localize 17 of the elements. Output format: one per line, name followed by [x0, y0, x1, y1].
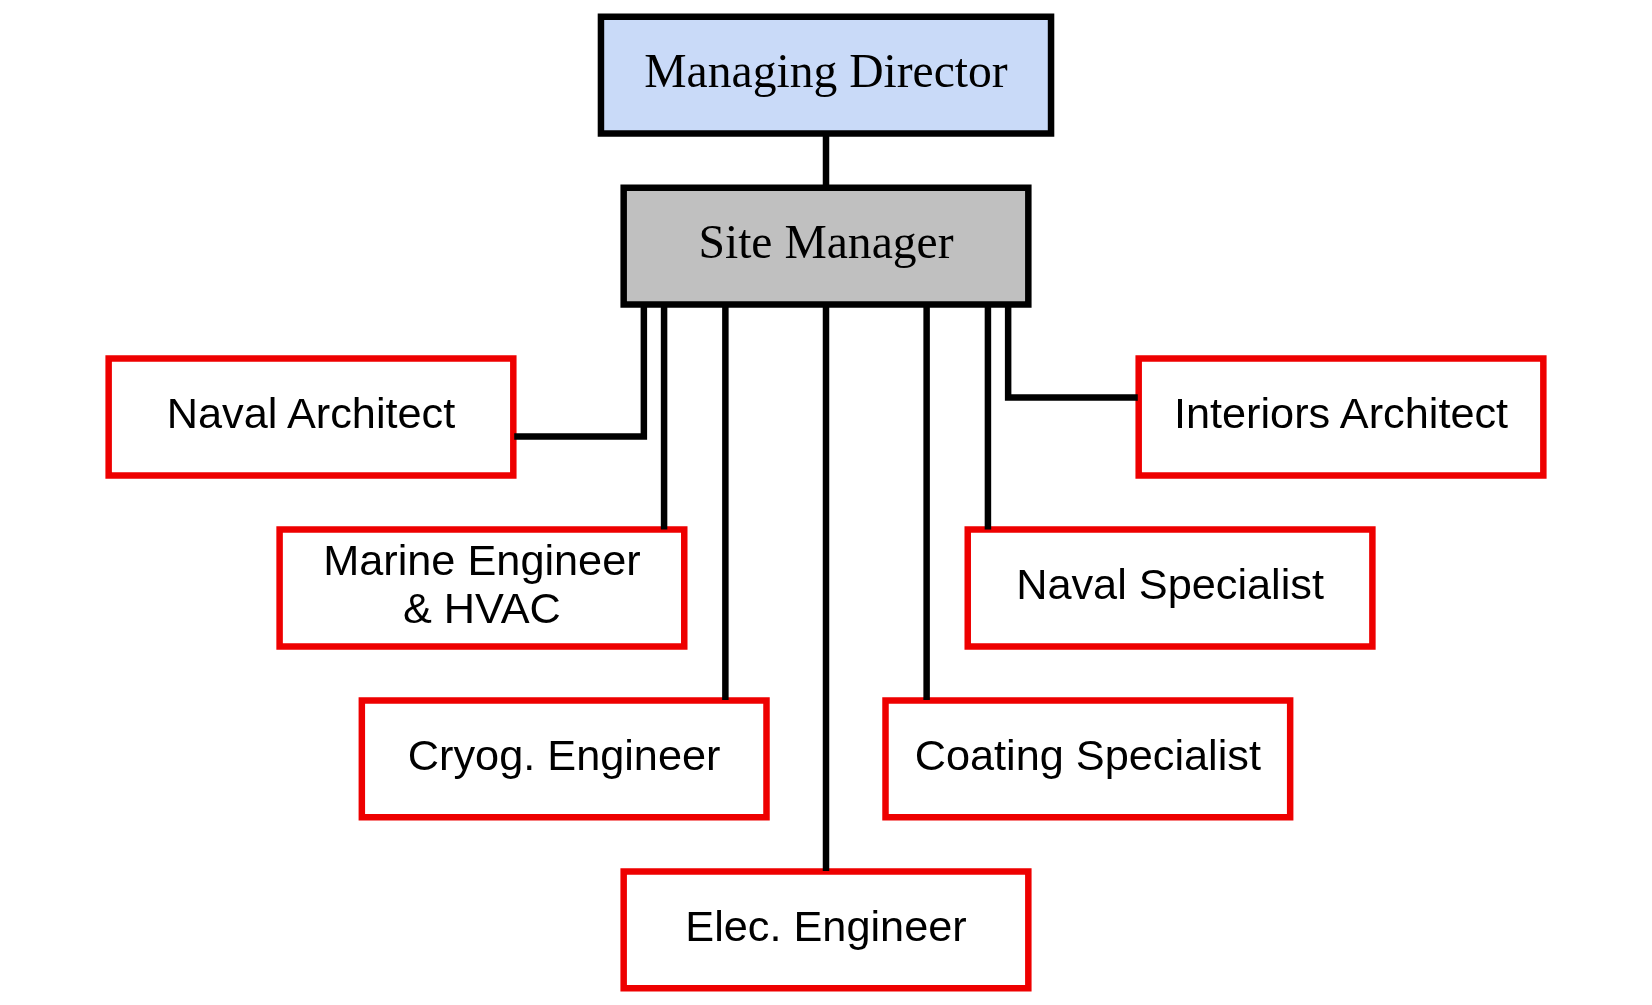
node-box: Managing Director [597, 13, 1055, 137]
node-box: Site Manager [620, 184, 1032, 308]
connector [660, 304, 668, 530]
connector [923, 304, 930, 700]
connector [984, 304, 992, 530]
connector [722, 304, 729, 700]
connector [1004, 305, 1138, 401]
node-box: Naval Architect [105, 355, 517, 479]
node-box: Elec. Engineer [620, 868, 1032, 992]
node-box: Naval Specialist [964, 526, 1376, 650]
node-box: Coating Specialist [882, 697, 1294, 821]
node-box: Cryog. Engineer [358, 697, 770, 821]
connector [822, 133, 830, 188]
connector [514, 305, 648, 440]
node-box: Marine Engineer & HVAC [276, 526, 688, 650]
connector [822, 305, 830, 871]
node-box: Interiors Architect [1135, 355, 1547, 479]
